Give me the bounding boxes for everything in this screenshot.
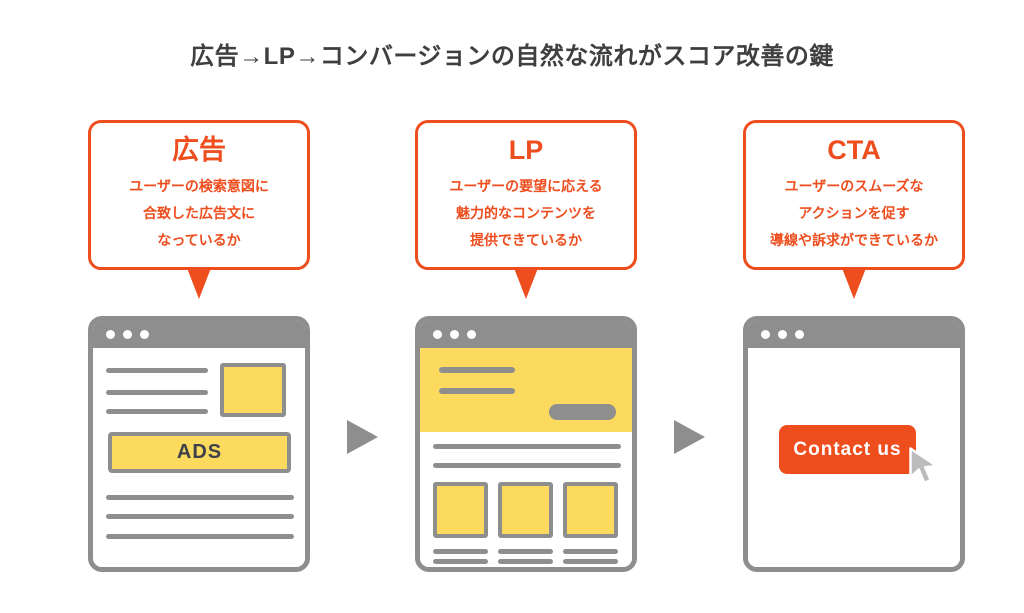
window-dot-icon: [778, 330, 787, 339]
bubble-text: 提供できているか: [470, 232, 582, 248]
browser-mockup-lp: [415, 316, 637, 572]
column-ad: 広告 ユーザーの検索意図に 合致した広告文に なっているか ADS: [88, 120, 310, 580]
column-cta: CTA ユーザーのスムーズな アクションを促す 導線や訴求ができているか Con…: [743, 120, 965, 580]
bubble-text: 合致した広告文に: [143, 205, 255, 221]
text-line-placeholder: [106, 534, 294, 539]
bubble-heading-ad: 広告: [172, 135, 226, 165]
bubble-text: 導線や訴求ができているか: [770, 232, 938, 248]
bubble-text: アクションを促す: [798, 205, 910, 221]
image-placeholder: [498, 482, 553, 538]
text-line-placeholder: [106, 409, 208, 414]
bubble-text: なっているか: [157, 232, 241, 248]
speech-bubble-cta: CTA ユーザーのスムーズな アクションを促す 導線や訴求ができているか: [743, 120, 965, 270]
text-line-placeholder: [439, 367, 515, 373]
text-line-placeholder: [106, 390, 208, 395]
image-placeholder: [433, 482, 488, 538]
text-line-placeholder: [433, 463, 621, 468]
text-line-placeholder: [498, 549, 553, 554]
bubble-tail-icon: [842, 268, 866, 299]
window-dot-icon: [123, 330, 132, 339]
image-placeholder: [220, 363, 286, 417]
window-dot-icon: [795, 330, 804, 339]
ads-banner: ADS: [108, 432, 291, 473]
text-line-placeholder: [563, 559, 618, 564]
window-dot-icon: [106, 330, 115, 339]
button-placeholder: [549, 404, 616, 420]
bubble-text: ユーザーの要望に応える: [449, 178, 603, 194]
bubble-heading-cta: CTA: [827, 135, 881, 165]
flow-arrow-icon: [347, 420, 378, 454]
bubble-text: 魅力的なコンテンツを: [456, 205, 596, 221]
speech-bubble-lp: LP ユーザーの要望に応える 魅力的なコンテンツを 提供できているか: [415, 120, 637, 270]
bubble-text: ユーザーのスムーズな: [784, 178, 924, 194]
speech-bubble-ad: 広告 ユーザーの検索意図に 合致した広告文に なっているか: [88, 120, 310, 270]
text-line-placeholder: [498, 559, 553, 564]
browser-mockup-ad: ADS: [88, 316, 310, 572]
window-dot-icon: [450, 330, 459, 339]
bubble-text: ユーザーの検索意図に: [129, 178, 269, 194]
text-line-placeholder: [433, 549, 488, 554]
text-line-placeholder: [433, 559, 488, 564]
mouse-cursor-icon: [909, 447, 938, 485]
text-line-placeholder: [106, 514, 294, 519]
page-title: 広告→LP→コンバージョンの自然な流れがスコア改善の鍵: [190, 43, 834, 70]
text-line-placeholder: [563, 549, 618, 554]
browser-titlebar: [93, 321, 305, 348]
bubble-heading-lp: LP: [508, 135, 544, 165]
text-line-placeholder: [106, 368, 208, 373]
browser-content: Contact us: [748, 348, 960, 567]
text-line-placeholder: [433, 444, 621, 449]
browser-titlebar: [748, 321, 960, 348]
window-dot-icon: [761, 330, 770, 339]
window-dot-icon: [467, 330, 476, 339]
browser-titlebar: [420, 321, 632, 348]
text-line-placeholder: [439, 388, 515, 394]
browser-content: ADS: [93, 348, 305, 567]
hero-section-placeholder: [420, 348, 632, 432]
flow-arrow-icon: [674, 420, 705, 454]
bubble-tail-icon: [514, 268, 538, 299]
browser-content: [420, 348, 632, 567]
text-line-placeholder: [106, 495, 294, 500]
window-dot-icon: [433, 330, 442, 339]
window-dot-icon: [140, 330, 149, 339]
bubble-tail-icon: [187, 268, 211, 299]
contact-us-button: Contact us: [779, 425, 916, 474]
image-placeholder: [563, 482, 618, 538]
browser-mockup-cta: Contact us: [743, 316, 965, 572]
column-lp: LP ユーザーの要望に応える 魅力的なコンテンツを 提供できているか: [415, 120, 637, 580]
